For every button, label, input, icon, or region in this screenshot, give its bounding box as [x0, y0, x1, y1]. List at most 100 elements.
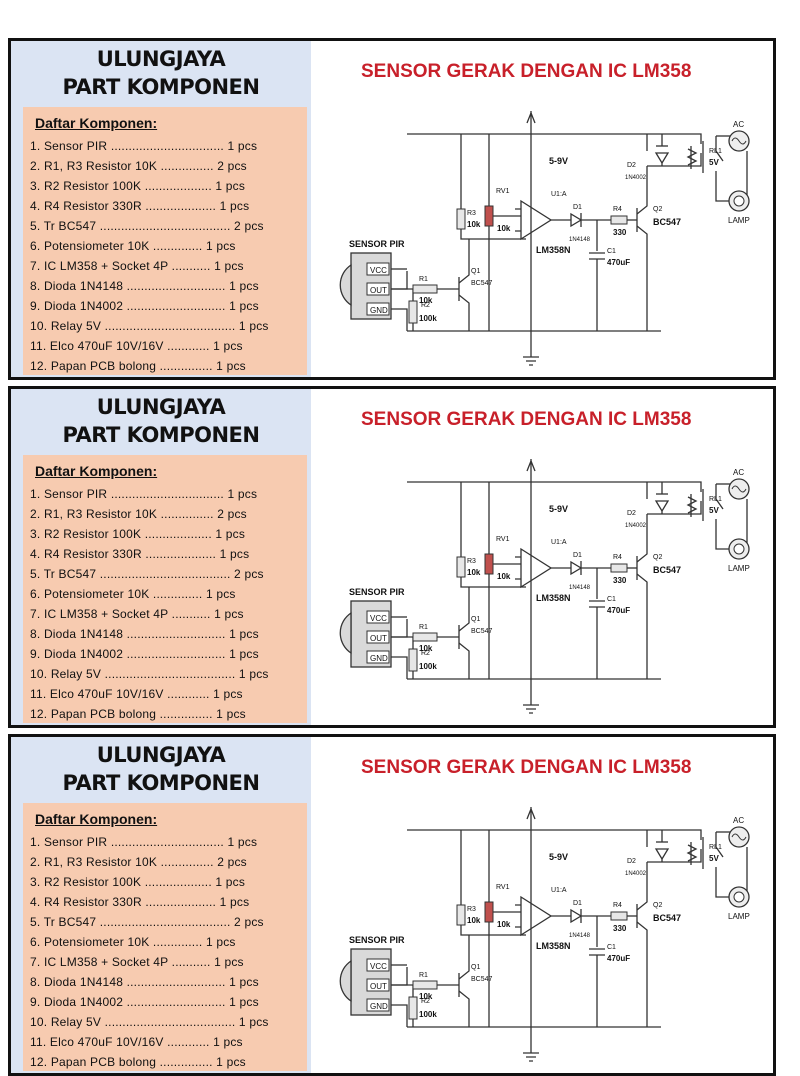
- brand-subtitle: PART KOMPONEN: [62, 423, 260, 447]
- component-item: 1. Sensor PIR ..........................…: [30, 487, 258, 501]
- ic-label: LM358N: [536, 941, 571, 951]
- component-card: ULUNGJAYA PART KOMPONEN Daftar Komponen:…: [8, 734, 776, 1076]
- component-card: ULUNGJAYA PART KOMPONEN Daftar Komponen:…: [8, 386, 776, 728]
- component-item: 7. IC LM358 + Socket 4P ........... 1 pc…: [30, 955, 244, 969]
- d2-label: D2: [627, 858, 636, 865]
- ic-label: LM358N: [536, 593, 571, 603]
- component-list-title: Daftar Komponen:: [35, 115, 158, 131]
- lamp-label: LAMP: [728, 912, 750, 921]
- component-item: 4. R4 Resistor 330R ....................…: [30, 199, 250, 213]
- gnd-label: GND: [370, 1002, 388, 1011]
- component-item: 6. Potensiometer 10K .............. 1 pc…: [30, 587, 236, 601]
- lamp-label: LAMP: [728, 564, 750, 573]
- circuit-diagram: SENSOR PIR VCC OUT GND 5-9V RV1 U1:A LM3…: [339, 111, 750, 366]
- r4-value: 330: [613, 576, 627, 585]
- brand-name: ULUNGJAYA: [96, 743, 226, 767]
- component-panel: ULUNGJAYA PART KOMPONEN Daftar Komponen:…: [11, 389, 311, 725]
- d1-type: 1N4148: [569, 585, 591, 591]
- r3-label: R3: [467, 558, 476, 565]
- relay-label: RL1: [709, 496, 722, 503]
- supply-label: 5-9V: [549, 504, 568, 514]
- brand-name: ULUNGJAYA: [96, 395, 226, 419]
- d2-type: 1N4002: [625, 871, 647, 877]
- component-item: 9. Dioda 1N4002 ........................…: [30, 647, 259, 661]
- circuit-title: SENSOR GERAK DENGAN IC LM358: [361, 757, 692, 778]
- component-card: ULUNGJAYA PART KOMPONEN Daftar Komponen:…: [8, 38, 776, 380]
- component-item: 9. Dioda 1N4002 ........................…: [30, 995, 259, 1009]
- vcc-label: VCC: [370, 266, 387, 275]
- component-item: 12. Papan PCB bolong ............... 1 p…: [30, 707, 246, 721]
- ac-label: AC: [733, 468, 744, 477]
- component-list-title: Daftar Komponen:: [35, 463, 158, 479]
- gnd-label: GND: [370, 306, 388, 315]
- component-item: 5. Tr BC547 ............................…: [30, 567, 264, 581]
- ic-label: LM358N: [536, 245, 571, 255]
- rv1-value: 10k: [497, 920, 511, 929]
- q2-type: BC547: [653, 565, 681, 575]
- d1-label: D1: [573, 204, 582, 211]
- rv1-value: 10k: [497, 572, 511, 581]
- vcc-label: VCC: [370, 614, 387, 623]
- component-item: 2. R1, R3 Resistor 10K ............... 2…: [30, 159, 247, 173]
- r3-value: 10k: [467, 568, 481, 577]
- component-item: 8. Dioda 1N4148 ........................…: [30, 975, 259, 989]
- c1-value: 470uF: [607, 606, 630, 615]
- sensor-label: SENSOR PIR: [349, 935, 405, 945]
- r1-label: R1: [419, 276, 428, 283]
- d2-label: D2: [627, 510, 636, 517]
- circuit-diagram: SENSOR PIR VCC OUT GND 5-9V RV1 U1:A LM3…: [339, 459, 750, 714]
- r4-label: R4: [613, 902, 622, 909]
- out-label: OUT: [370, 286, 387, 295]
- d2-type: 1N4002: [625, 523, 647, 529]
- r2-label: R2: [421, 302, 430, 309]
- component-panel: ULUNGJAYA PART KOMPONEN Daftar Komponen:…: [11, 737, 311, 1073]
- component-item: 12. Papan PCB bolong ............... 1 p…: [30, 359, 246, 373]
- u1a-label: U1:A: [551, 887, 567, 894]
- component-item: 1. Sensor PIR ..........................…: [30, 139, 258, 153]
- component-panel: ULUNGJAYA PART KOMPONEN Daftar Komponen:…: [11, 41, 311, 377]
- c1-value: 470uF: [607, 954, 630, 963]
- c1-value: 470uF: [607, 258, 630, 267]
- relay-value: 5V: [709, 158, 719, 167]
- relay-value: 5V: [709, 506, 719, 515]
- c1-label: C1: [607, 944, 616, 951]
- rv1-label: RV1: [496, 188, 510, 195]
- q1-type: BC547: [471, 976, 493, 983]
- q1-label: Q1: [471, 616, 480, 623]
- component-item: 11. Elco 470uF 10V/16V ............ 1 pc…: [30, 1035, 243, 1049]
- u1a-label: U1:A: [551, 539, 567, 546]
- q1-type: BC547: [471, 280, 493, 287]
- sensor-label: SENSOR PIR: [349, 239, 405, 249]
- vcc-label: VCC: [370, 962, 387, 971]
- brand-subtitle: PART KOMPONEN: [62, 771, 260, 795]
- component-item: 4. R4 Resistor 330R ....................…: [30, 547, 250, 561]
- component-item: 8. Dioda 1N4148 ........................…: [30, 627, 259, 641]
- component-item: 6. Potensiometer 10K .............. 1 pc…: [30, 935, 236, 949]
- circuit-panel: SENSOR GERAK DENGAN IC LM358: [311, 389, 773, 725]
- d1-type: 1N4148: [569, 237, 591, 243]
- d1-label: D1: [573, 552, 582, 559]
- lamp-label: LAMP: [728, 216, 750, 225]
- component-item: 10. Relay 5V ...........................…: [30, 1015, 269, 1029]
- q2-label: Q2: [653, 206, 662, 213]
- component-list-title: Daftar Komponen:: [35, 811, 158, 827]
- circuit-diagram: SENSOR PIR VCC OUT GND 5-9V RV1 U1:A LM3…: [339, 807, 750, 1062]
- gnd-label: GND: [370, 654, 388, 663]
- sensor-label: SENSOR PIR: [349, 587, 405, 597]
- component-item: 5. Tr BC547 ............................…: [30, 219, 264, 233]
- component-item: 3. R2 Resistor 100K ................... …: [30, 179, 246, 193]
- q2-label: Q2: [653, 554, 662, 561]
- component-item: 7. IC LM358 + Socket 4P ........... 1 pc…: [30, 259, 244, 273]
- brand-name: ULUNGJAYA: [96, 47, 226, 71]
- brand-subtitle: PART KOMPONEN: [62, 75, 260, 99]
- q2-type: BC547: [653, 913, 681, 923]
- ac-label: AC: [733, 120, 744, 129]
- r2-value: 100k: [419, 314, 437, 323]
- r3-label: R3: [467, 906, 476, 913]
- r1-value: 10k: [419, 296, 433, 305]
- r4-value: 330: [613, 228, 627, 237]
- circuit-panel: SENSOR GERAK DENGAN IC LM358: [311, 41, 773, 377]
- component-item: 12. Papan PCB bolong ............... 1 p…: [30, 1055, 246, 1069]
- component-item: 3. R2 Resistor 100K ................... …: [30, 875, 246, 889]
- r4-value: 330: [613, 924, 627, 933]
